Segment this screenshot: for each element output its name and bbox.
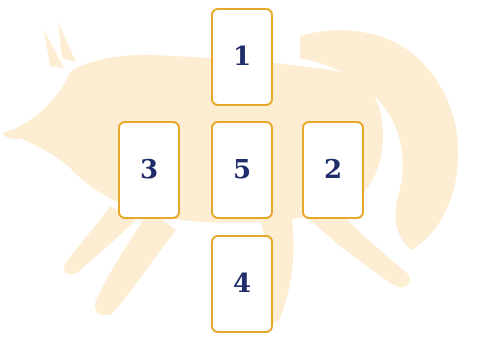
card-number: 5 bbox=[233, 155, 251, 185]
card-2[interactable]: 2 bbox=[302, 121, 364, 219]
card-number: 4 bbox=[233, 269, 251, 299]
card-number: 2 bbox=[324, 155, 342, 185]
card-number: 3 bbox=[140, 155, 158, 185]
card-3[interactable]: 3 bbox=[118, 121, 180, 219]
card-1[interactable]: 1 bbox=[211, 8, 273, 106]
card-5[interactable]: 5 bbox=[211, 121, 273, 219]
card-number: 1 bbox=[233, 42, 251, 72]
card-4[interactable]: 4 bbox=[211, 235, 273, 333]
